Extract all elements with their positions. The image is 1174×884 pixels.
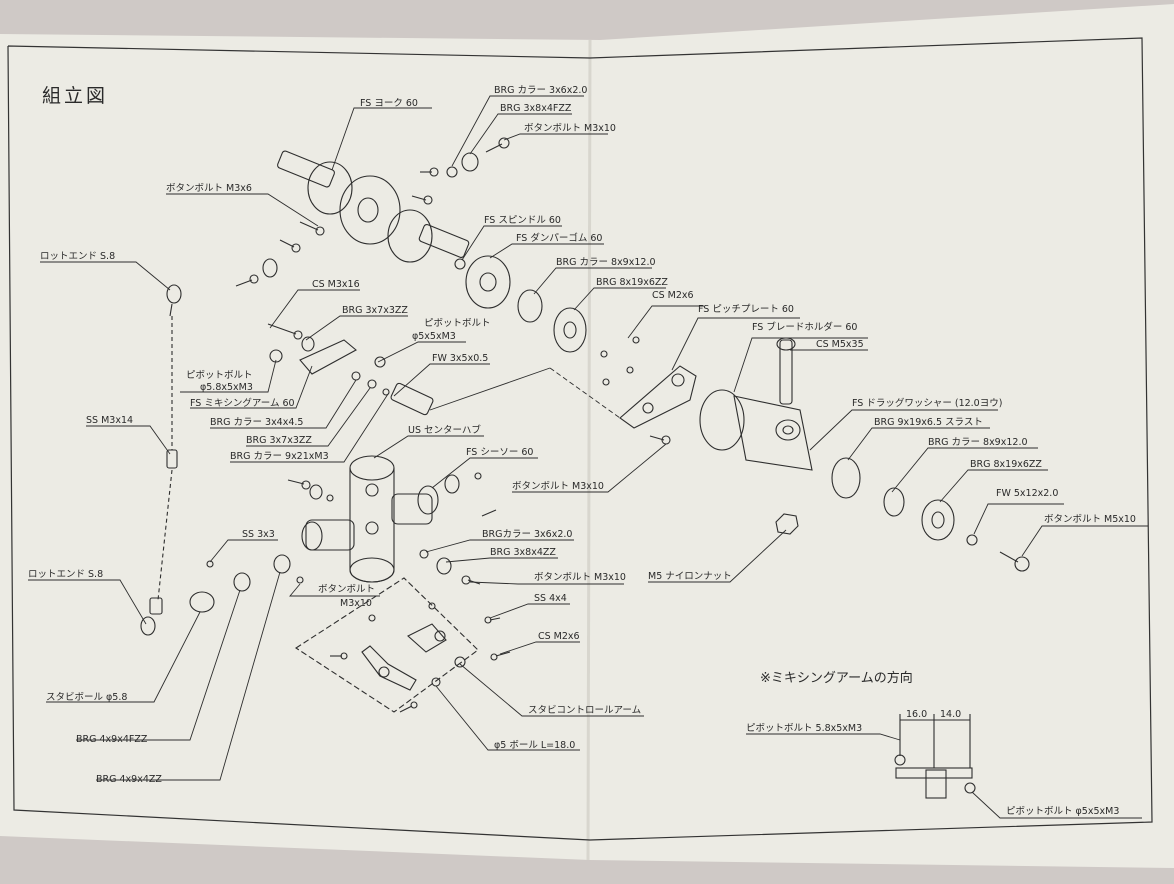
inset-pivot-bottom: ピボットボルト φ5x5xM3 <box>1006 806 1119 817</box>
part-labels: FS ヨーク 60 BRG カラー 3x6x2.0 BRG 3x8x4FZZ ボ… <box>28 85 1136 785</box>
label-ss-m3x14: SS M3x14 <box>86 415 133 426</box>
label-button-bolt-m5: ボタンボルト M5x10 <box>1044 514 1136 525</box>
label-fs-drag-washer: FS ドラッグワッシャー (12.0ヨウ) <box>852 397 1002 409</box>
drawing-title: 組立図 <box>42 85 108 107</box>
paper-sheet <box>0 4 1174 868</box>
label-pivot-bolt-left-size: φ5.8x5xM3 <box>200 382 253 393</box>
label-button-bolt-hub: ボタンボルト <box>318 584 375 595</box>
label-fw-5x12: FW 5x12x2.0 <box>996 488 1058 499</box>
label-rod-end-bottom: ロットエンド S.8 <box>28 569 103 580</box>
label-pivot-bolt-mid: ピボットボルト <box>424 318 491 329</box>
label-button-bolt-top: ボタンボルト M3x10 <box>524 123 616 134</box>
label-button-bolt-hub-size: M3x10 <box>340 598 372 609</box>
label-brg-4x9-fzz: BRG 4x9x4FZZ <box>76 734 148 745</box>
inset-dim-right: 14.0 <box>940 709 961 720</box>
label-rod-end-top: ロットエンド S.8 <box>40 251 115 262</box>
label-brg-8x19-b: BRG 8x19x6ZZ <box>970 459 1042 470</box>
stabi-ball-stack <box>189 554 304 613</box>
label-brg-4x9-zz: BRG 4x9x4ZZ <box>96 774 162 785</box>
right-bearing-stack <box>831 457 1030 572</box>
inset-title: ※ミキシングアームの方向 <box>760 670 913 686</box>
label-ss-4x4: SS 4x4 <box>534 593 567 604</box>
label-cs-m3x16: CS M3x16 <box>312 279 360 290</box>
drawing-border <box>7 37 1153 841</box>
label-brg-3x7-b: BRG 3x7x3ZZ <box>246 435 312 446</box>
label-ss-3x3: SS 3x3 <box>242 529 275 540</box>
inset-pivot-top: ピボットボルト 5.8x5xM3 <box>746 723 862 734</box>
label-brg-collar-mid: BRGカラー 3x6x2.0 <box>482 529 572 540</box>
spindle-damper <box>454 255 640 386</box>
inset-figure <box>894 714 976 799</box>
inset-dim-left: 16.0 <box>906 709 927 720</box>
label-button-bolt-m3x6: ボタンボルト M3x6 <box>166 183 252 194</box>
label-stabi-control-arm: スタビコントロールアーム <box>528 705 641 716</box>
label-pivot-bolt-left: ピボットボルト <box>186 370 253 381</box>
label-fs-seesaw: FS シーソー 60 <box>466 447 533 458</box>
label-button-bolt-mid: ボタンボルト M3x10 <box>534 572 626 583</box>
seesaw-bearings <box>287 472 497 585</box>
label-brg-3x8-mid: BRG 3x8x4ZZ <box>490 547 556 558</box>
leader-lines <box>28 95 1148 819</box>
label-fs-blade-holder: FS ブレードホルダー 60 <box>752 321 857 333</box>
label-brg-collar-8x9: BRG カラー 8x9x12.0 <box>556 257 656 268</box>
label-brg-collar-3x4: BRG カラー 3x4x4.5 <box>210 417 303 428</box>
label-brg-collar-8x9-b: BRG カラー 8x9x12.0 <box>928 437 1028 448</box>
label-fs-damper: FS ダンパーゴム 60 <box>516 232 602 244</box>
label-fw-3x5: FW 3x5x0.5 <box>432 353 488 364</box>
mixing-arm <box>267 323 434 416</box>
top-bearing-stack <box>446 137 510 178</box>
rod-ends <box>140 284 182 636</box>
label-button-bolt-pitch: ボタンボルト M3x10 <box>512 481 604 492</box>
label-brg-3x8-top: BRG 3x8x4FZZ <box>500 103 572 114</box>
label-us-center-hub: US センターハブ <box>408 424 481 436</box>
center-hub <box>301 455 439 583</box>
label-brg-3x7-a: BRG 3x7x3ZZ <box>342 305 408 316</box>
label-ball-5: φ5 ボール L=18.0 <box>494 740 575 751</box>
pitch-plate <box>619 365 697 445</box>
label-brg-8x19-a: BRG 8x19x6ZZ <box>596 277 668 288</box>
inset-labels: ※ミキシングアームの方向 16.0 14.0 ピボットボルト 5.8x5xM3 … <box>746 670 1119 817</box>
label-cs-m2x6-bottom: CS M2x6 <box>538 631 580 642</box>
label-cs-m5x35: CS M5x35 <box>816 339 864 350</box>
label-brg-collar-top: BRG カラー 3x6x2.0 <box>494 85 587 96</box>
blade-holder <box>699 337 813 535</box>
label-cs-m2x6-top: CS M2x6 <box>652 290 694 301</box>
label-fs-pitch-plate: FS ピッチプレート 60 <box>698 304 794 315</box>
label-m5-nut: M5 ナイロンナット <box>648 571 732 582</box>
label-brg-thrust: BRG 9x19x6.5 スラスト <box>874 417 983 428</box>
label-brg-collar-9x21: BRG カラー 9x21xM3 <box>230 451 329 462</box>
label-fs-spindle: FS スピンドル 60 <box>484 215 561 226</box>
label-pivot-bolt-mid-size: φ5x5xM3 <box>412 331 456 342</box>
label-fs-yoke: FS ヨーク 60 <box>360 98 418 109</box>
yoke-bolts <box>235 167 439 287</box>
yoke-part <box>277 150 470 263</box>
label-stabi-ball: スタビボール φ5.8 <box>46 692 127 703</box>
label-fs-mixing-arm: FS ミキシングアーム 60 <box>190 397 295 409</box>
